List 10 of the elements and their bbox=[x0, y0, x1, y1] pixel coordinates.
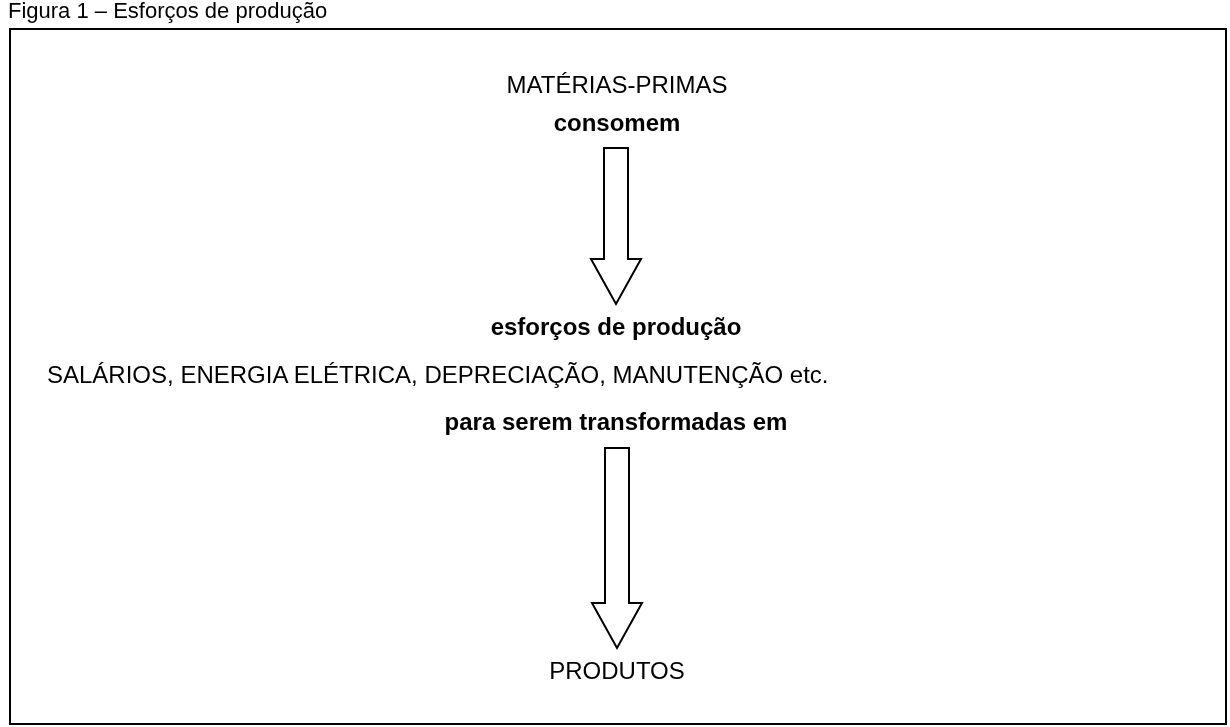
block-arrow bbox=[590, 447, 644, 651]
block-arrow bbox=[589, 147, 643, 307]
label-text: SALÁRIOS, ENERGIA ELÉTRICA, DEPRECIAÇÃO, MANUTENÇÃO etc. bbox=[47, 361, 829, 388]
caption-text: consomem bbox=[553, 109, 681, 136]
figure-title: Figura 1 – Esforços de produção bbox=[8, 0, 328, 24]
label-text: PRODUTOS bbox=[549, 657, 685, 684]
caption-text: para serem transformadas em bbox=[444, 408, 788, 435]
caption-text: esforços de produção bbox=[490, 313, 742, 340]
frame-border bbox=[9, 28, 1227, 725]
label-text: MATÉRIAS-PRIMAS bbox=[506, 71, 728, 98]
